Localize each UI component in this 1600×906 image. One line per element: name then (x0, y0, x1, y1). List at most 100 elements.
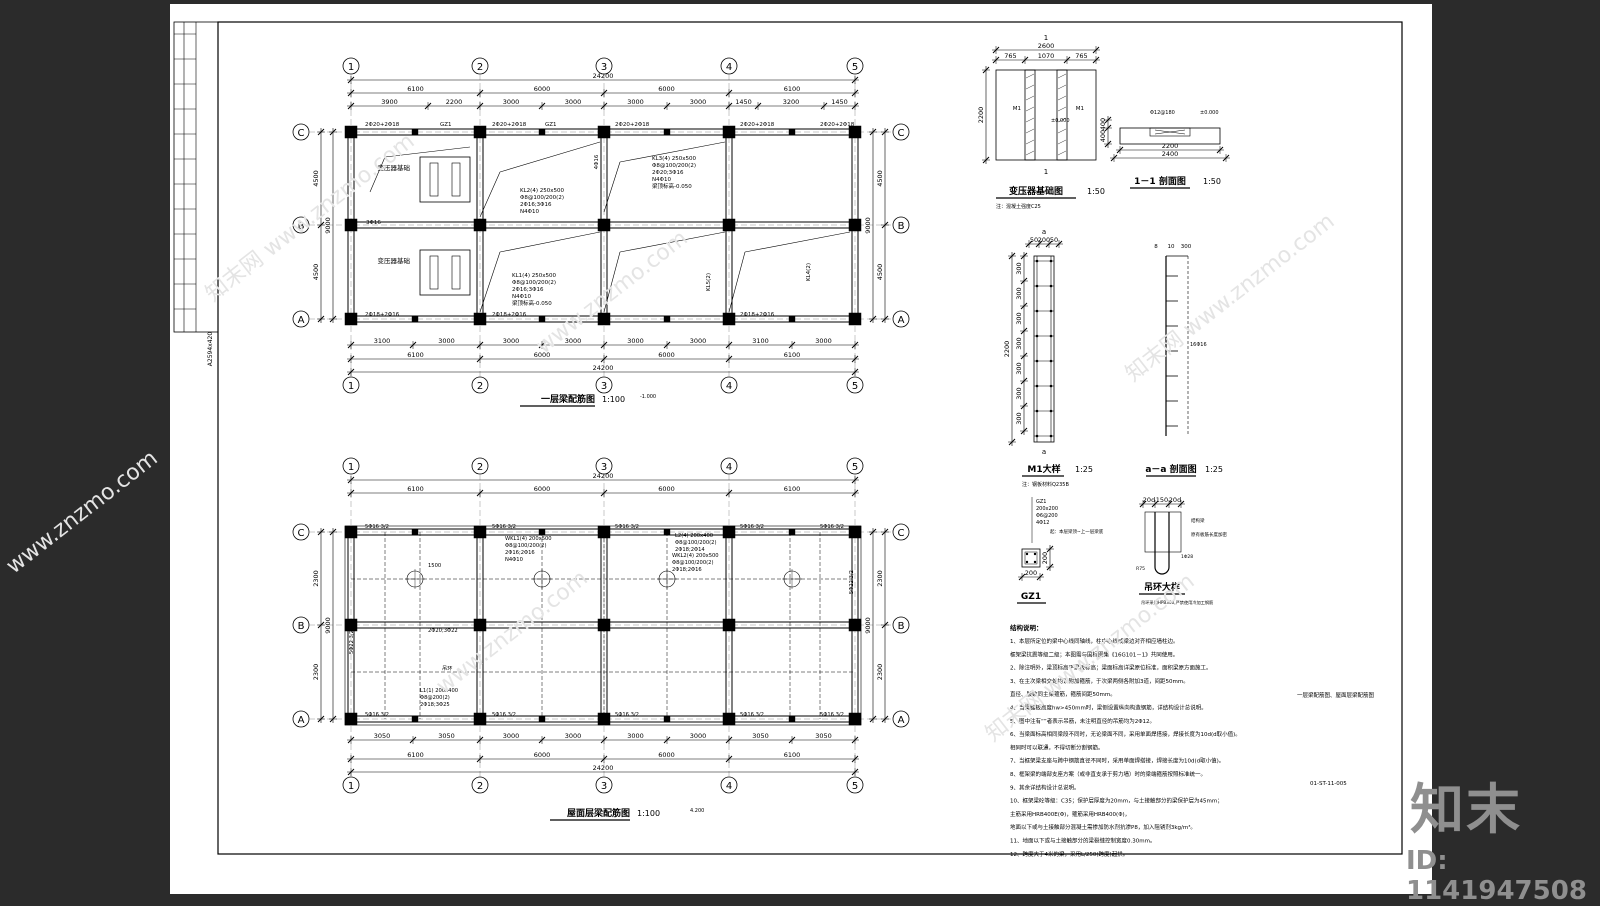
bar-label: 1500 (428, 563, 441, 569)
plan1-dim-sub-text: 2200 (446, 98, 463, 106)
gz1-bar (1025, 552, 1029, 556)
leader (603, 251, 621, 313)
plan1-axis-col-label: 3 (601, 381, 607, 392)
plan1-column (473, 312, 487, 326)
rail-hatch (1025, 128, 1035, 134)
m1-weld (1049, 384, 1053, 388)
beam-note: WKL1(4) 200x500 (505, 536, 552, 542)
plan2-column (848, 525, 862, 539)
plan1-gz-post (411, 128, 419, 136)
bar-label: 2Φ18+2Φ16 (492, 312, 527, 318)
plan2-dim-bays-text: 6100 (407, 485, 424, 493)
plan1-axis-row-label: A (898, 315, 905, 326)
rail-hatch (1057, 117, 1067, 123)
m1-weld (1049, 434, 1053, 438)
plan1-axis-row (892, 123, 910, 141)
bar-label: 2Φ20+2Φ18 (365, 122, 400, 128)
plan2-dim-rows-r-text: 2300 (876, 664, 884, 681)
hoop-dim-text: 20d (1143, 496, 1155, 504)
plan2-axis-col-label: 3 (601, 781, 607, 792)
plan1-dim-bays-bot-text: 6000 (534, 351, 551, 359)
plan2-elev: 4.200 (690, 808, 704, 814)
plan2-column (473, 712, 487, 726)
beam-note: 梁顶标高-0.050 (652, 182, 692, 190)
beam-note: 2Φ18;3Φ25 (420, 702, 450, 708)
plan2-axis-row-label: C (298, 528, 305, 539)
plan1-dim-rowtotal-r-text: 9000 (864, 217, 872, 234)
plan1-axis-row-label: B (898, 221, 905, 232)
plan1-column (344, 125, 358, 139)
bar-label: 3Φ16 (366, 220, 381, 226)
bar-label: 5Φ16 3/2 (740, 712, 764, 718)
plan1-column (344, 312, 358, 326)
plan2-axis-col-label: 4 (726, 462, 732, 473)
section-elev: ±0.000 (1200, 110, 1219, 116)
section-dim-text: 2200 (1162, 142, 1179, 150)
plan2-dim-sub-bot-text: 3000 (565, 732, 582, 740)
plan2-dim-bays-text: 6000 (658, 485, 675, 493)
note-line: 3、在主次梁相交处均设附加箍筋，于次梁两侧各附加3道，间距50mm。 (1010, 677, 1189, 685)
plan1-column (473, 125, 487, 139)
bar-label: GZ1 (545, 122, 557, 128)
plan2-column (722, 618, 736, 632)
plan2-column (344, 712, 358, 726)
m1-title: M1大样 (1027, 463, 1060, 475)
m1-weld (1035, 359, 1039, 363)
m1-cut: a (1042, 448, 1046, 456)
plan2-column (848, 618, 862, 632)
m1-weld (1049, 309, 1053, 313)
plan1-column (597, 218, 611, 232)
plan2-dim-sub-bot-text: 3000 (627, 732, 644, 740)
aa-scale: 1:25 (1205, 465, 1223, 474)
plan2-dim-bays-bot-text: 6100 (407, 751, 424, 759)
bar-label: 5Φ16 3/2 (615, 712, 639, 718)
gz1-dim-v-text: 200 (1041, 552, 1049, 564)
plan1-axis-col-label: 1 (348, 381, 354, 392)
plan2-axis-col-label: 2 (477, 781, 483, 792)
beam-note: N4Φ10 (652, 177, 671, 183)
plan1-axis-col-label: 4 (726, 62, 732, 73)
m1-dim-s-text: 300 (1015, 287, 1023, 299)
note-line: 11、地面以下或与土接触部分的梁裂缝控制宽度0.30mm。 (1010, 837, 1155, 845)
plan1-column (597, 312, 611, 326)
plan2-dim-sub-bot-text: 3050 (374, 732, 391, 740)
bar-label: 5Φ16 3/2 (492, 524, 516, 530)
leader (479, 251, 501, 313)
m1-weld (1049, 359, 1053, 363)
leader (384, 146, 471, 158)
m1-weld (1035, 384, 1039, 388)
leader (603, 161, 621, 213)
plan1-dim-sub-text: 3900 (381, 98, 398, 106)
section-bar: Φ12@180 (1150, 110, 1175, 116)
bar-label: 5Φ22 3/2 (849, 570, 855, 594)
gz1-core (1024, 551, 1038, 565)
plan2-dim-sub-bot-text: 3050 (815, 732, 832, 740)
base-dim-top-text: 765 (1075, 52, 1087, 60)
aa-bar-label: 16Φ16 (1190, 342, 1207, 348)
hoop-label: 结构梁 (1191, 517, 1205, 524)
gz1-bar (1033, 552, 1037, 556)
m1-dim-s-text: 300 (1015, 362, 1023, 374)
note-line: 1、本层所定位的梁中心线同轴线，柱中心线或梁边对齐相应墙柱边。 (1010, 637, 1179, 645)
plan1-dim-sub-bot-text: 3000 (627, 337, 644, 345)
plan2-dim-total-bot-text: 24200 (593, 764, 614, 772)
plan1-axis-row (892, 310, 910, 328)
plan1-dim-bays-text: 6100 (407, 85, 424, 93)
leader (619, 231, 726, 253)
plan2-gz-post (788, 528, 796, 536)
bar-label: 5Φ16 3/2 (492, 712, 516, 718)
plan2-dim-total-text: 24200 (593, 472, 614, 480)
beam-note: N4Φ10 (520, 209, 539, 215)
plan1-column (722, 125, 736, 139)
plan1-axis-col-label: 1 (348, 62, 354, 73)
plan2-dim-rows-text: 2300 (312, 570, 320, 587)
plan1-column (597, 125, 611, 139)
base-dim-total-text: 2600 (1038, 42, 1055, 50)
plan2-axis-row (892, 616, 910, 634)
note-line: 2、除注明外，梁顶标高平梁板标高；梁面标高详梁原位标准，面积梁原方面施工。 (1010, 664, 1212, 672)
plan2-dim-bays-text: 6100 (784, 485, 801, 493)
gz1-section (1021, 548, 1041, 568)
note-line: 框架梁抗震等级二级；本图需与国标图集《16G101－1》共同使用。 (1010, 650, 1178, 658)
